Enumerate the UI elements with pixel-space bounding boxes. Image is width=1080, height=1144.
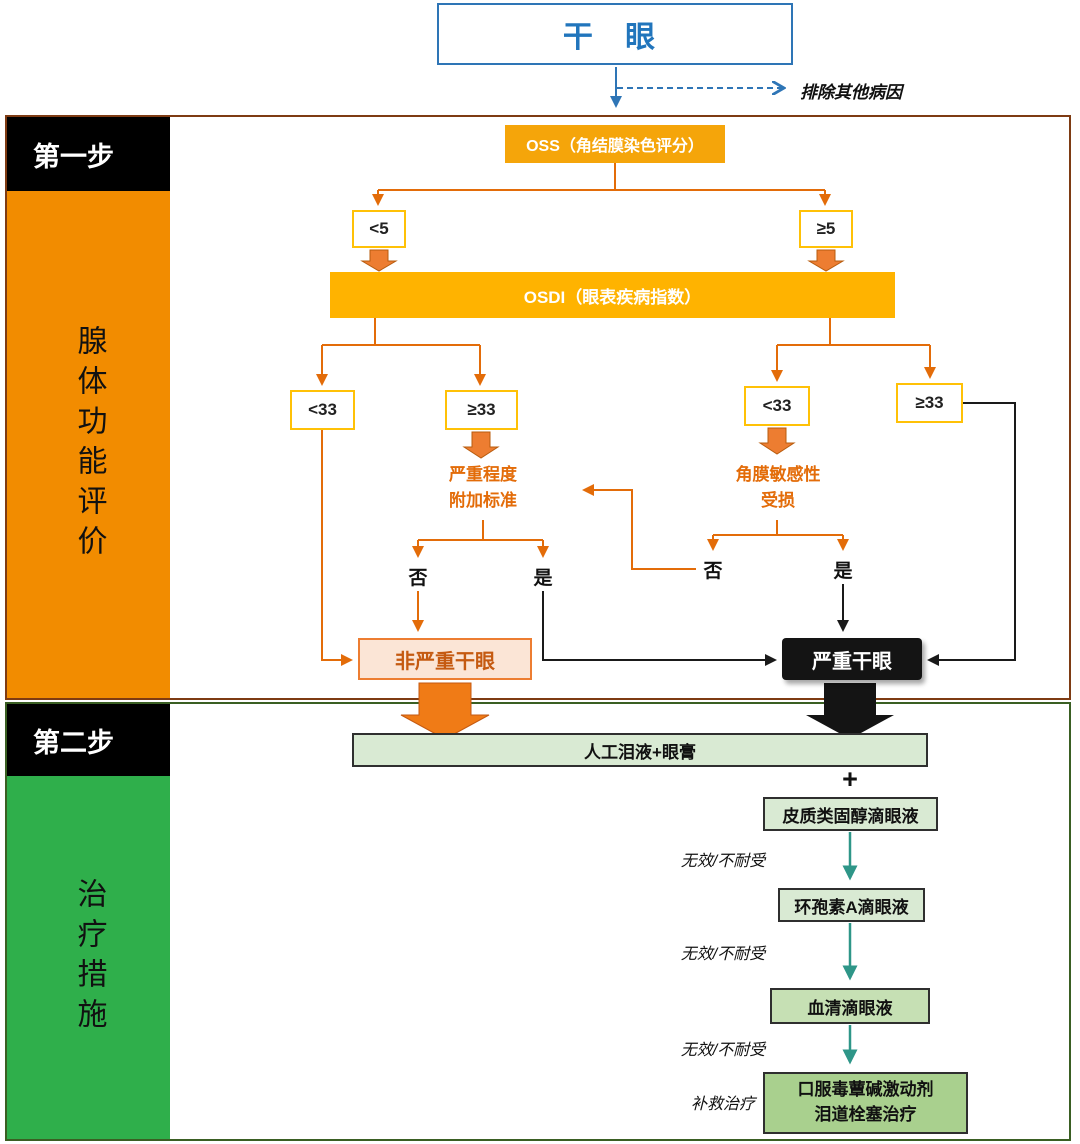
- ineffective-label-1: 无效/不耐受: [680, 853, 766, 870]
- orange-connectors: [316, 163, 936, 666]
- severity-criteria-label: 严重程度 附加标准: [449, 465, 517, 510]
- ineffective-label-3: 无效/不耐受: [680, 1042, 766, 1059]
- step1-label: 第一步: [7, 117, 170, 191]
- big-orange-arrow: [400, 682, 490, 740]
- title-text: 干 眼: [562, 21, 668, 54]
- no-label-right: 否: [703, 561, 723, 582]
- corneal-sensitivity-label: 角膜敏感性 受损: [735, 465, 821, 510]
- exclude-other-causes-note: 排除其他病因: [800, 83, 902, 102]
- corticosteroid-node: 皮质类固醇滴眼液: [763, 797, 938, 831]
- non-severe-dry-eye-node: 非严重干眼: [358, 638, 532, 680]
- no-label-left: 否: [408, 568, 428, 589]
- step1-label-text: 第一步: [33, 141, 114, 172]
- step2-sidebar: 治疗措施: [7, 776, 170, 1139]
- step1-sidebar-text: 腺体功能评价: [72, 324, 106, 565]
- big-black-arrow: [806, 683, 894, 739]
- osdi-ge33-right-node: ≥33: [896, 383, 963, 423]
- black-connectors: [542, 402, 1016, 666]
- oss-lt5-node: <5: [352, 210, 406, 248]
- step2-label-text: 第二步: [33, 727, 114, 758]
- salvage-treatment-label: 补救治疗: [690, 1096, 755, 1113]
- plus-sign: +: [842, 764, 858, 794]
- ineffective-label-2: 无效/不耐受: [680, 946, 766, 963]
- step1-sidebar: 腺体功能评价: [7, 191, 170, 698]
- osdi-lt33-left-node: <33: [290, 390, 355, 430]
- step2-sidebar-text: 治疗措施: [72, 877, 106, 1038]
- title-connectors: [610, 67, 782, 108]
- severe-dry-eye-node: 严重干眼: [782, 638, 922, 680]
- title-dry-eye: 干 眼: [437, 3, 793, 65]
- oss-ge5-node: ≥5: [799, 210, 853, 248]
- step2-label: 第二步: [7, 704, 170, 776]
- yes-label-right: 是: [833, 561, 853, 582]
- step1-section: 第一步 腺体功能评价: [5, 115, 1071, 700]
- osdi-lt33-right-node: <33: [744, 386, 810, 426]
- oss-score-node: OSS（角结膜染色评分）: [505, 125, 725, 163]
- yes-label-left: 是: [533, 568, 553, 589]
- artificial-tears-node: 人工泪液+眼膏: [352, 733, 928, 767]
- serum-drops-node: 血清滴眼液: [770, 988, 930, 1024]
- cyclosporine-node: 环孢素A滴眼液: [778, 888, 925, 922]
- final-treatment-node: 口服毒蕈碱激动剂 泪道栓塞治疗: [763, 1072, 968, 1134]
- osdi-index-node: OSDI（眼表疾病指数）: [330, 272, 895, 318]
- small-block-arrows: [360, 249, 845, 459]
- osdi-ge33-left-node: ≥33: [445, 390, 518, 430]
